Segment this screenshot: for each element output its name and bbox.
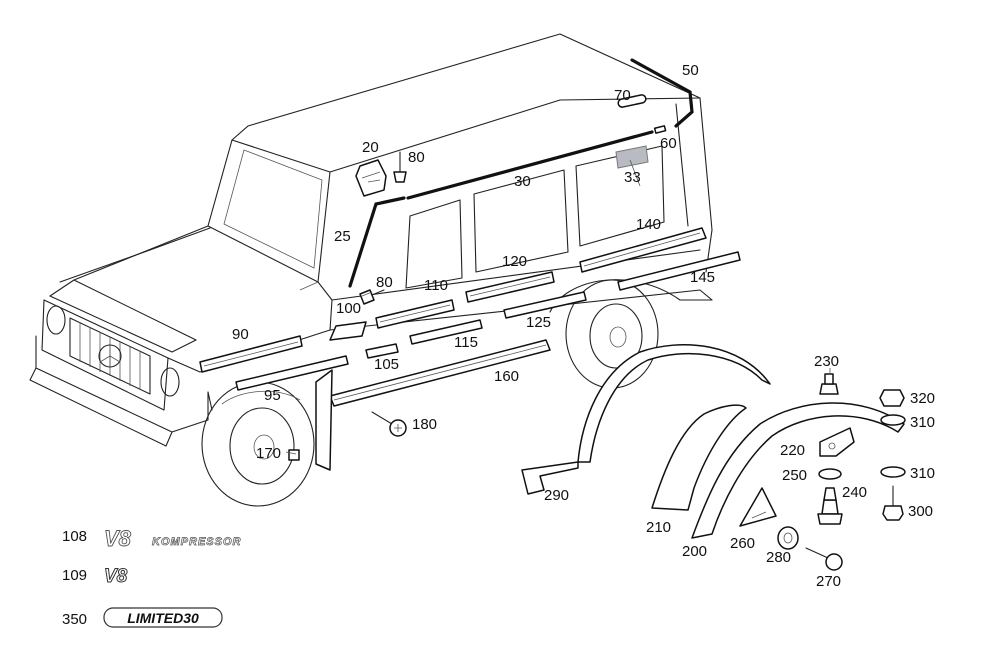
- part-220-bracket: [819, 427, 855, 457]
- part-70-plug: [617, 94, 647, 108]
- part-110-door-rail: [375, 299, 455, 329]
- part-240-spring-nut: [817, 487, 843, 525]
- callout-280: 280: [766, 549, 791, 566]
- callout-115: 115: [454, 334, 478, 351]
- part-300-bolt: [882, 485, 904, 521]
- callout-260: 260: [730, 535, 755, 552]
- part-230-clip-top: [819, 373, 839, 395]
- part-160-sill-rail: [329, 339, 551, 407]
- callout-50: 50: [682, 62, 699, 79]
- part-125-door-strip: [503, 291, 587, 319]
- callout-250: 250: [782, 467, 807, 484]
- callout-160: 160: [494, 368, 519, 385]
- callout-30: 30: [514, 173, 531, 190]
- leader-lines: [285, 159, 831, 455]
- callout-290: 290: [544, 487, 569, 504]
- part-cowl-cover: [329, 321, 367, 341]
- callout-145: 145: [690, 269, 715, 286]
- badge-legend: 108 V8 KOMPRESSOR 109 V8 350 LIMITED30: [62, 526, 241, 628]
- part-20-cap: [355, 159, 387, 197]
- part-260-mount: [739, 487, 777, 527]
- part-145-rear-strip: [617, 251, 741, 291]
- part-120-door-rail: [465, 271, 555, 303]
- part-30-roof-rail-trim: [406, 130, 654, 200]
- part-320-nut: [879, 389, 905, 407]
- badge-kompressor-text: KOMPRESSOR: [152, 536, 241, 548]
- callout-80-lower: 80: [376, 274, 393, 291]
- legend-number-109: 109: [62, 567, 87, 584]
- callout-210: 210: [646, 519, 671, 536]
- callout-80-upper: 80: [408, 149, 425, 166]
- callout-60: 60: [660, 135, 677, 152]
- part-mudflap: [315, 369, 333, 471]
- badge-limited30: LIMITED30: [127, 610, 199, 626]
- badge-limited30-frame: [103, 607, 223, 628]
- callout-310-lower: 310: [910, 465, 935, 482]
- callout-170: 170: [256, 445, 281, 462]
- part-310-washer-lower: [880, 466, 906, 478]
- badge-v8-kompressor: V8: [104, 526, 132, 551]
- callout-140: 140: [636, 216, 661, 233]
- callout-110: 110: [424, 277, 448, 294]
- part-170-clip: [288, 449, 300, 461]
- part-140-rear-rail: [579, 227, 707, 273]
- callout-33: 33: [624, 169, 641, 186]
- part-280-bushing: [777, 526, 799, 550]
- part-90-front-fender-rail: [199, 335, 303, 373]
- legend-number-108: 108: [62, 528, 87, 545]
- callout-70: 70: [614, 87, 631, 104]
- legend-number-350: 350: [62, 611, 87, 628]
- part-270-screw: [805, 547, 843, 571]
- callout-300: 300: [908, 503, 933, 520]
- callout-220: 220: [780, 442, 805, 459]
- callout-20: 20: [362, 139, 379, 156]
- part-60-trim-end: [653, 125, 667, 134]
- vehicle-outline: [29, 33, 713, 507]
- callout-310-upper: 310: [910, 414, 935, 431]
- callout-320: 320: [910, 390, 935, 407]
- part-105-small-strip: [365, 343, 399, 359]
- part-115-door-strip: [409, 319, 483, 345]
- callout-labels: 20 25 30 33 50 60 70 80 80 90 95 100 105…: [232, 62, 935, 590]
- part-310-washer-upper: [880, 414, 906, 426]
- badge-v8: V8: [104, 566, 128, 587]
- callout-25: 25: [334, 228, 351, 245]
- callout-125: 125: [526, 314, 551, 331]
- part-50-roof-strip: [630, 58, 694, 128]
- part-80-clip-upper: [393, 151, 407, 183]
- callout-105: 105: [374, 356, 399, 373]
- callout-95: 95: [264, 387, 281, 404]
- callout-100: 100: [336, 300, 361, 317]
- callout-90: 90: [232, 326, 249, 343]
- part-95-front-fender-strip: [235, 355, 349, 391]
- callout-230: 230: [814, 353, 839, 370]
- part-210-flare-inner: [651, 404, 747, 511]
- part-100-clip: [359, 289, 385, 305]
- callout-240: 240: [842, 484, 867, 501]
- part-33-sticker: [615, 145, 649, 169]
- callout-200: 200: [682, 543, 707, 560]
- part-290-flare-front: [521, 344, 771, 495]
- callout-180: 180: [412, 416, 437, 433]
- part-25-a-pillar-trim: [348, 196, 406, 288]
- part-250-washer: [818, 468, 842, 480]
- part-180-screw: [371, 411, 407, 437]
- callout-270: 270: [816, 573, 841, 590]
- callout-120: 120: [502, 253, 527, 270]
